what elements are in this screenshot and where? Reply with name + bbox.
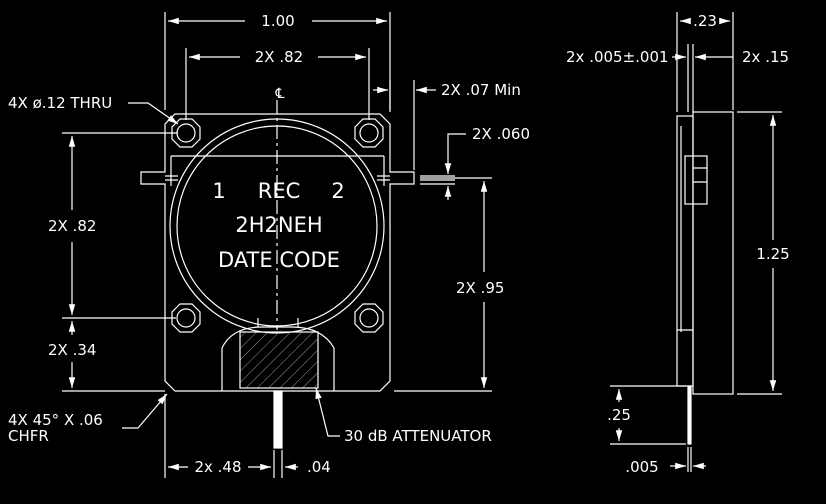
- dimension-labels: 1.00 2X .82 4X ø.12 THRU 2X .07 Min 2X .…: [8, 12, 790, 476]
- dim-overall-width: 1.00: [261, 12, 294, 30]
- output-lead: [273, 390, 283, 449]
- dim-lead-width: .04: [307, 458, 331, 476]
- dim-mount-holes: 4X ø.12 THRU: [8, 94, 112, 112]
- dim-side-height: 1.25: [756, 245, 789, 263]
- attenuator-neck: [257, 318, 299, 327]
- dim-side-lead-length: .25: [607, 406, 631, 424]
- dim-side-lead-offset: 2x .005±.001: [566, 48, 669, 66]
- dim-side-width: .23: [693, 12, 717, 30]
- side-lead: [687, 385, 692, 445]
- dim-lead-offset: 2x .48: [194, 458, 241, 476]
- attenuator-chip: [239, 331, 319, 389]
- centerline-symbol: ℄: [275, 86, 285, 102]
- mount-hole-top-right: [354, 118, 384, 148]
- dim-tab-thickness: 2X .060: [472, 125, 530, 143]
- side-dimensions: [610, 12, 782, 472]
- dim-side-tab: 2x .15: [742, 48, 789, 66]
- housing-outline: [140, 113, 415, 392]
- mount-hole-bottom-left: [171, 303, 201, 333]
- mount-hole-bottom-right: [354, 303, 384, 333]
- dim-tab-min: 2X .07 Min: [441, 81, 521, 99]
- dim-side-lead-thickness: .005: [625, 458, 658, 476]
- dim-chamfer-line1: 4X 45° X .06: [8, 411, 103, 429]
- dim-hole-spacing-vertical: 2X .82: [48, 217, 96, 235]
- side-connector-detail: [693, 167, 707, 183]
- dim-hole-spacing-top: 2X .82: [255, 48, 303, 66]
- rec-label: REC: [258, 179, 301, 203]
- dim-attenuator: 30 dB ATTENUATOR: [344, 427, 492, 445]
- port-1-label: 1: [212, 179, 225, 203]
- port-2-label: 2: [331, 179, 344, 203]
- side-view: [676, 111, 734, 445]
- side-body-lines: [677, 126, 693, 332]
- front-dimensions: [62, 12, 492, 478]
- side-cover: [692, 111, 734, 395]
- date-code: DATE CODE: [218, 248, 340, 272]
- dim-chamfer-line2: CHFR: [8, 427, 49, 445]
- side-connector: [684, 155, 708, 205]
- dim-tab-height: 2X .95: [456, 279, 504, 297]
- body-markings: 1 REC 2 2H2NEH DATE CODE ℄: [212, 86, 344, 272]
- part-number: 2H2NEH: [235, 213, 322, 237]
- front-view: [140, 100, 415, 449]
- dim-bottom-holes: 2X .34: [48, 341, 96, 359]
